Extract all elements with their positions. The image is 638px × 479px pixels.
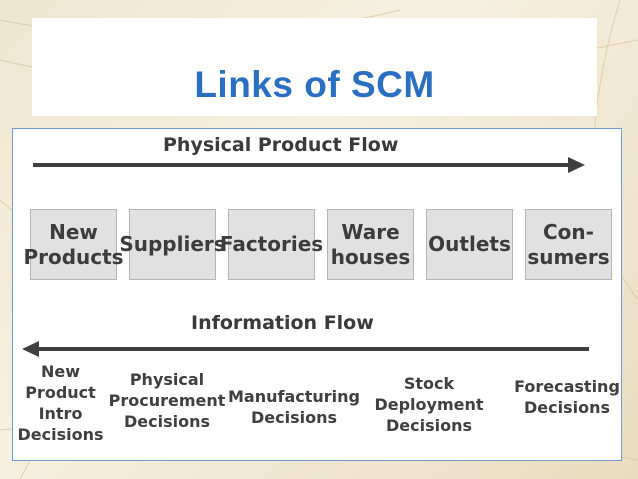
physical-flow-label: Physical Product Flow <box>163 134 399 156</box>
stage-suppliers: Suppliers <box>119 209 226 280</box>
stage-new-products: New Products <box>23 209 124 280</box>
stage-label: Outlets <box>428 232 511 256</box>
stage-label: New Products <box>23 219 124 269</box>
stage-label: Factories <box>219 232 324 256</box>
stage-consumers: Con- sumers <box>525 209 612 280</box>
stage-outlets: Outlets <box>426 209 513 280</box>
stage-label: Ware houses <box>330 219 411 269</box>
stage-warehouses: Ware houses <box>327 209 414 280</box>
stage-factories: Factories <box>220 209 323 280</box>
decision-new-product-intro: New Product Intro Decisions <box>17 362 104 444</box>
decision-physical-procurement: Physical Procurement Decisions <box>108 370 226 431</box>
stage-label: Suppliers <box>119 232 226 256</box>
information-flow-arrow <box>22 341 589 357</box>
decision-forecasting: Forecasting Decisions <box>514 377 620 417</box>
physical-flow-arrow <box>33 157 585 173</box>
stage-label: Con- sumers <box>527 219 610 269</box>
decision-manufacturing: Manufacturing Decisions <box>228 387 360 427</box>
scm-diagram: Physical Product Flow New Products Suppl… <box>12 128 622 461</box>
decision-stock-deployment: Stock Deployment Decisions <box>374 374 484 435</box>
title-area: Links of SCM <box>32 18 597 116</box>
slide-title: Links of SCM <box>194 64 435 105</box>
information-flow-label: Information Flow <box>191 312 374 334</box>
